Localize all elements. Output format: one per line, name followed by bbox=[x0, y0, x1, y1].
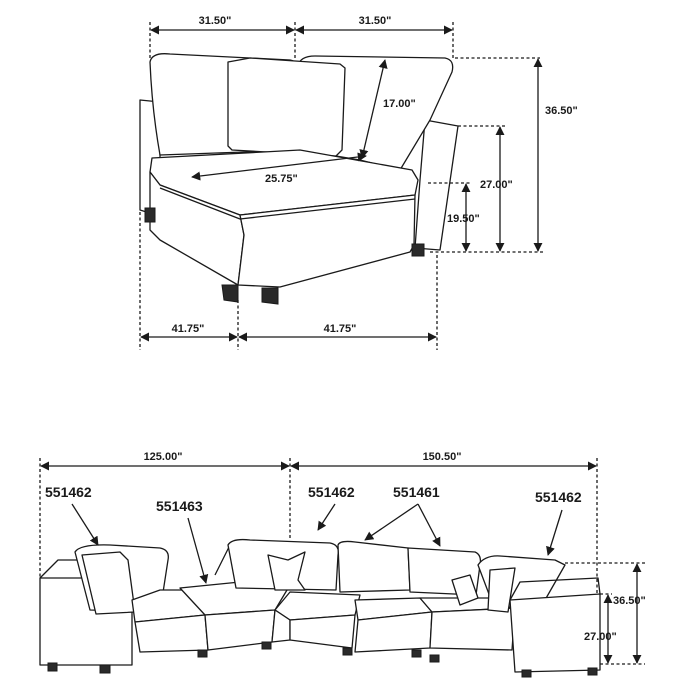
model-label: 551462 bbox=[45, 484, 92, 500]
model-label: 551463 bbox=[156, 498, 203, 514]
dim-overall-right: 150.50" bbox=[423, 451, 462, 463]
sectional-drawing bbox=[39, 538, 601, 678]
dim-sectional-arm-height: 27.00" bbox=[584, 631, 617, 643]
sectional-pillow-center bbox=[267, 551, 306, 591]
model-label: 551461 bbox=[393, 484, 440, 500]
sectional-pillow-left bbox=[81, 551, 136, 615]
leg-back-left bbox=[144, 207, 156, 223]
right-arm bbox=[414, 119, 459, 251]
bottom-dimensions: 125.00" 150.50" 36.50" 27.00" bbox=[39, 451, 646, 665]
sectional-right-arm bbox=[509, 593, 601, 673]
dim-total-height: 36.50" bbox=[545, 105, 578, 117]
throw-pillow bbox=[227, 57, 346, 157]
model-labels: 551462 551463 551462 551461 551462 bbox=[45, 484, 582, 584]
seat-base-right bbox=[237, 194, 416, 288]
sectional-pillow-right bbox=[451, 574, 479, 606]
dim-depth-left: 41.75" bbox=[172, 323, 205, 335]
dim-sectional-total-height: 36.50" bbox=[613, 595, 646, 607]
dim-back-height: 17.00" bbox=[383, 98, 416, 110]
dim-width-left: 31.50" bbox=[199, 15, 232, 27]
top-dimensions: 31.50" 31.50" 17.00" 36.50" 27.00" 19.50… bbox=[139, 15, 578, 350]
leg-back-right bbox=[411, 243, 425, 257]
dim-seat-depth: 25.75" bbox=[265, 173, 298, 185]
dim-arm-height: 27.00" bbox=[480, 179, 513, 191]
model-label: 551462 bbox=[535, 489, 582, 505]
model-label: 551462 bbox=[308, 484, 355, 500]
sectional-back-551461-a bbox=[337, 540, 411, 593]
dim-width-right: 31.50" bbox=[359, 15, 392, 27]
dim-depth-right: 41.75" bbox=[324, 323, 357, 335]
dim-seat-height: 19.50" bbox=[447, 213, 480, 225]
leg-front bbox=[221, 284, 239, 303]
corner-chair-drawing bbox=[139, 53, 459, 305]
seat-welt bbox=[159, 187, 416, 220]
dim-overall-left: 125.00" bbox=[144, 451, 183, 463]
sectional-seat-551463 bbox=[179, 581, 291, 616]
leg-front-right bbox=[261, 287, 279, 305]
